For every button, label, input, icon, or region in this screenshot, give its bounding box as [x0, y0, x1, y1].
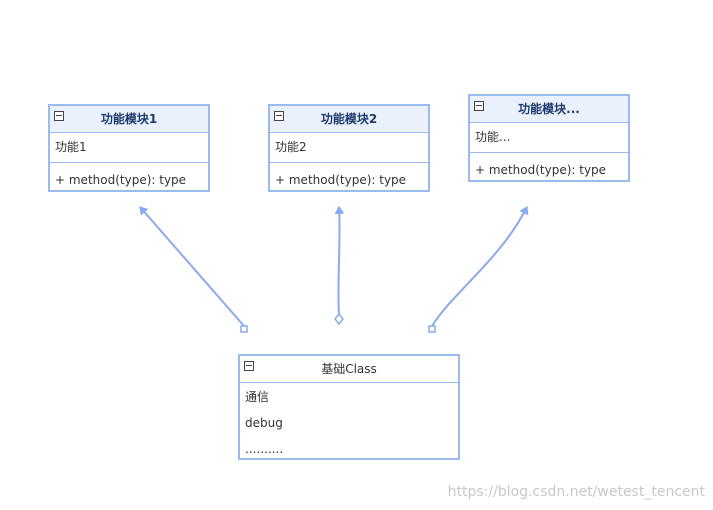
collapse-icon[interactable]: [474, 101, 484, 111]
module-2-class[interactable]: 功能模块2 功能2 + method(type): type: [268, 104, 430, 192]
base-item-communication: 通信: [245, 390, 270, 404]
base-item-ellipsis: ..........: [245, 442, 284, 456]
base-class-title: 基础Class: [321, 362, 377, 376]
module-2-attribute: 功能2: [275, 140, 307, 154]
module-1-attribute: 功能1: [55, 140, 87, 154]
module-2-title: 功能模块2: [320, 112, 378, 126]
collapse-icon[interactable]: [244, 361, 254, 371]
module-2-method: + method(type): type: [275, 173, 407, 187]
module-3-class[interactable]: 功能模块... 功能... + method(type): type: [468, 94, 630, 182]
link-base-to-module1[interactable]: [139, 206, 245, 327]
collapse-icon[interactable]: [54, 111, 64, 121]
module-1-header: 功能模块1: [50, 106, 208, 133]
link-end-square-3: [428, 325, 436, 333]
module-3-header: 功能模块...: [470, 96, 628, 123]
module-3-method: + method(type): type: [475, 163, 607, 177]
watermark: https://blog.csdn.net/wetest_tencent: [447, 484, 705, 500]
base-class[interactable]: 基础Class 通信 debug ..........: [238, 354, 460, 460]
module-3-attribute: 功能...: [475, 130, 511, 144]
collapse-icon[interactable]: [274, 111, 284, 121]
link-end-diamond-2: [334, 312, 344, 326]
module-2-header: 功能模块2: [270, 106, 428, 133]
base-class-header: 基础Class: [240, 356, 458, 383]
link-base-to-module3[interactable]: [431, 206, 529, 327]
link-base-to-module2[interactable]: [334, 206, 345, 317]
module-1-title: 功能模块1: [100, 112, 158, 126]
module-1-class[interactable]: 功能模块1 功能1 + method(type): type: [48, 104, 210, 192]
module-1-method: + method(type): type: [55, 173, 187, 187]
module-3-title: 功能模块...: [518, 102, 580, 116]
base-item-debug: debug: [245, 416, 283, 430]
link-end-square-1: [240, 325, 248, 333]
